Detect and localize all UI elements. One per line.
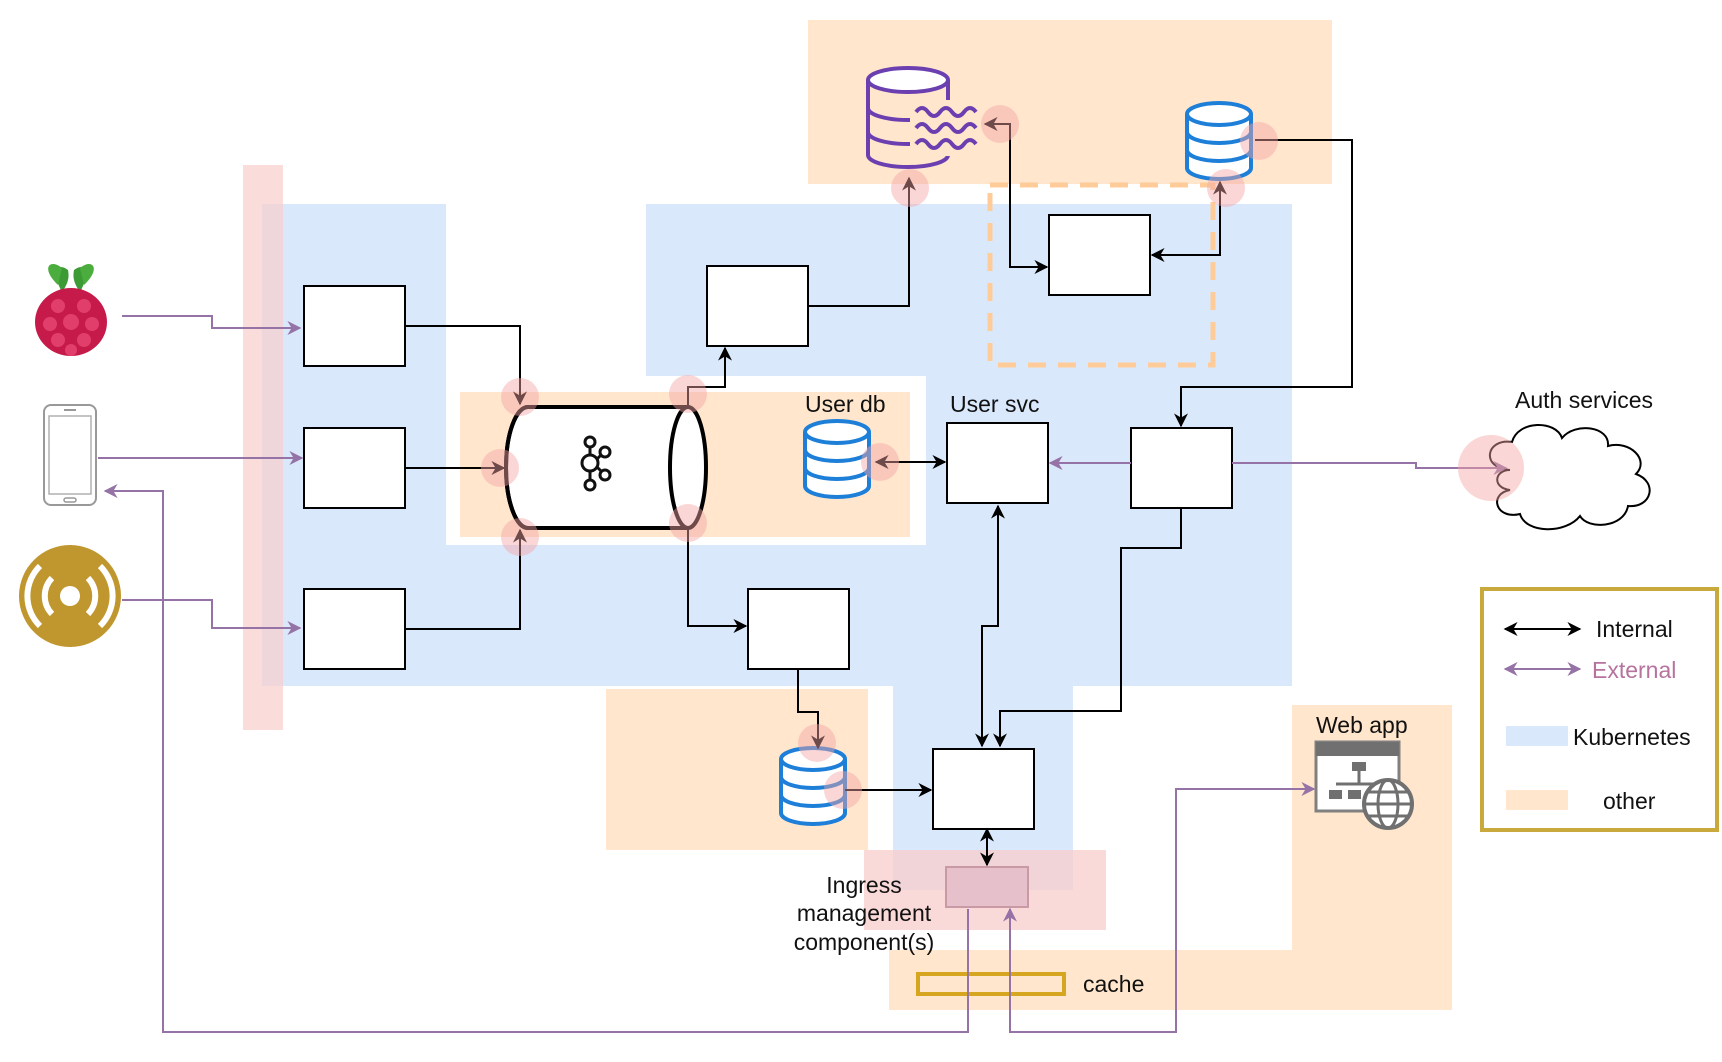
port-marker (669, 504, 707, 542)
message-broker (504, 405, 708, 530)
connection-dashed-service-timeseries-db (983, 117, 1049, 274)
raspberry-pi-icon (35, 264, 107, 356)
port-marker (1207, 169, 1245, 207)
web-app-icon (1314, 740, 1414, 830)
user-db-label: User db (805, 391, 886, 417)
ingress-component-box (945, 866, 1029, 908)
cache-label: cache (1083, 971, 1144, 997)
dashed-group (987, 182, 1216, 368)
connection-raspberry-to-ingest (122, 315, 302, 335)
connection-ingress-to-phone (103, 484, 969, 1033)
smartphone-icon (43, 404, 97, 506)
api-service (932, 748, 1035, 830)
database-icon (1185, 101, 1253, 181)
auth-gateway-service (1130, 427, 1233, 509)
connection-webapp-to-ingress (1003, 782, 1316, 1033)
legend-other-label: other (1603, 788, 1656, 814)
other-zone-top (808, 20, 1332, 184)
port-marker (891, 169, 929, 207)
legend-kubernetes-label: Kubernetes (1573, 724, 1691, 750)
kafka-icon (580, 435, 612, 492)
legend-kubernetes-swatch (1506, 726, 1568, 746)
port-markers (481, 105, 1524, 809)
ingress-label-line2: management (797, 900, 932, 926)
auth-services-label: Auth services (1515, 387, 1653, 413)
connection-user-svc-api (975, 504, 1005, 748)
user-svc-box (946, 422, 1049, 504)
ingress-gateway-bar (243, 165, 283, 730)
internal-connections (405, 117, 1353, 867)
port-marker (669, 375, 707, 413)
connection-broker-to-consumer-bottom (687, 528, 748, 633)
connection-auth-gateway-to-auth-services (1232, 461, 1508, 475)
ingress-label-line1: Ingress (826, 872, 901, 898)
connection-ingest-top-to-broker (405, 325, 527, 406)
legend-other-swatch (1506, 790, 1568, 810)
web-app-label: Web app (1316, 712, 1408, 738)
labels: User db User svc Auth services Web app I… (794, 387, 1653, 997)
port-marker (501, 378, 539, 416)
port-marker (861, 443, 899, 481)
port-marker (981, 105, 1019, 143)
database-icon (803, 419, 871, 499)
cloud-icon (1489, 424, 1651, 531)
port-marker (824, 771, 862, 809)
connection-auth-gateway-to-api (993, 508, 1182, 748)
port-marker (1458, 435, 1524, 501)
cache-box (916, 972, 1066, 996)
port-marker (481, 449, 519, 487)
connection-sensor-to-ingest (122, 599, 302, 635)
ingress-label-line3: component(s) (794, 929, 935, 955)
connection-consumer-bottom-to-aux-db (797, 669, 825, 750)
ingest-service-middle (303, 427, 406, 509)
user-svc-label: User svc (950, 391, 1039, 417)
connection-consumer-top-to-timeseries-db (808, 176, 916, 307)
port-marker (501, 518, 539, 556)
connection-db-to-auth-gateway (1174, 139, 1353, 428)
wireless-sensor-icon (19, 545, 121, 647)
port-marker (1240, 122, 1278, 160)
dashed-group-service (1048, 214, 1151, 296)
consumer-service-top (706, 265, 809, 347)
connection-broker-to-consumer-top (687, 346, 732, 407)
legend-external-label: External (1592, 657, 1676, 683)
ingest-service-top (303, 285, 406, 367)
legend-internal-label: Internal (1596, 616, 1673, 642)
database-icon (779, 746, 847, 826)
connection-dashed-service-db (1150, 180, 1227, 262)
other-zone-cache (889, 950, 1452, 1010)
legend: Internal External Kubernetes other (1480, 587, 1719, 832)
port-marker (798, 724, 836, 762)
zones (243, 20, 1452, 1010)
service-boxes (303, 214, 1233, 996)
ingest-service-bottom (303, 588, 406, 670)
external-connections (98, 315, 1508, 1033)
consumer-service-bottom (747, 588, 850, 670)
timeseries-database-icon (866, 66, 985, 169)
connection-ingest-bottom-to-broker (405, 528, 527, 630)
